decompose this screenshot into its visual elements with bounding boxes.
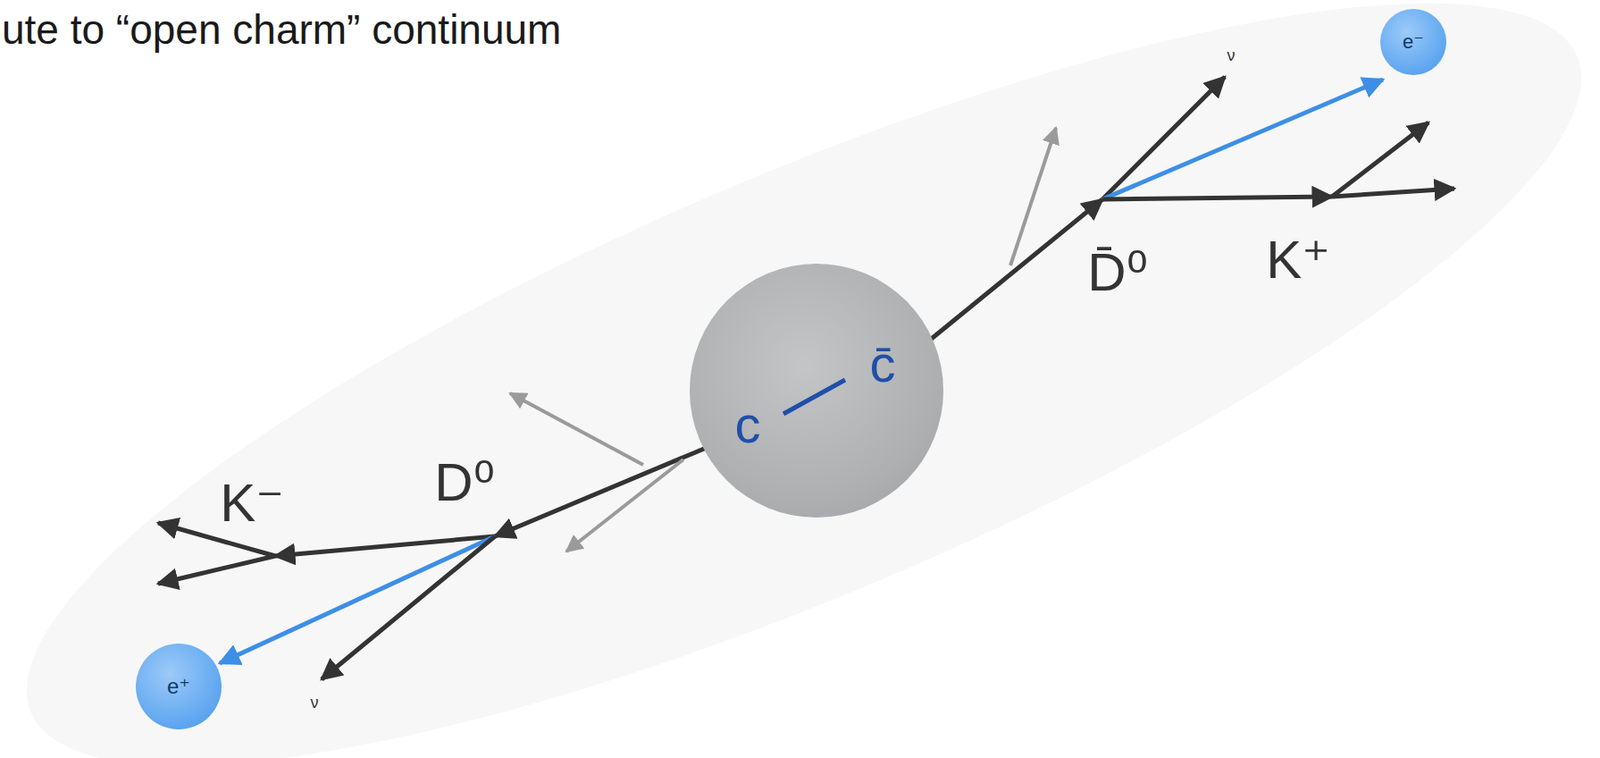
particle-track — [321, 536, 495, 679]
meson-label: D⁰ — [434, 455, 495, 510]
kaon-label: K⁻ — [219, 476, 285, 530]
particle-track — [1102, 76, 1225, 200]
particle-symbol: e⁻ — [1402, 32, 1425, 52]
particle-symbol: c̄ — [870, 337, 897, 390]
electron-track — [219, 536, 495, 663]
particle-symbol: e⁺ — [167, 675, 191, 697]
quark-pair-circle: c c̄ — [689, 263, 944, 518]
particle-track — [158, 555, 276, 584]
bond-line — [689, 263, 944, 518]
slide-title: ute to “open charm” continuum — [1, 7, 562, 53]
particle-track — [1331, 122, 1429, 197]
kaon-label: K⁺ — [1265, 233, 1331, 287]
particle-track — [510, 393, 644, 465]
particle-track — [1102, 196, 1332, 200]
particle-track — [566, 459, 684, 552]
particle-symbol: c — [735, 398, 762, 451]
neutrino-label: ν — [1227, 47, 1236, 64]
positron-circle: e⁺ — [135, 643, 222, 729]
particle-track — [923, 199, 1103, 345]
particle-track — [1010, 127, 1056, 266]
particle-track — [1331, 188, 1455, 197]
neutrino-label: ν — [310, 694, 319, 711]
electron-track — [1102, 79, 1383, 200]
electron-circle: e⁻ — [1380, 8, 1447, 76]
bond-line — [783, 379, 846, 414]
meson-label: D̄⁰ — [1087, 245, 1148, 300]
